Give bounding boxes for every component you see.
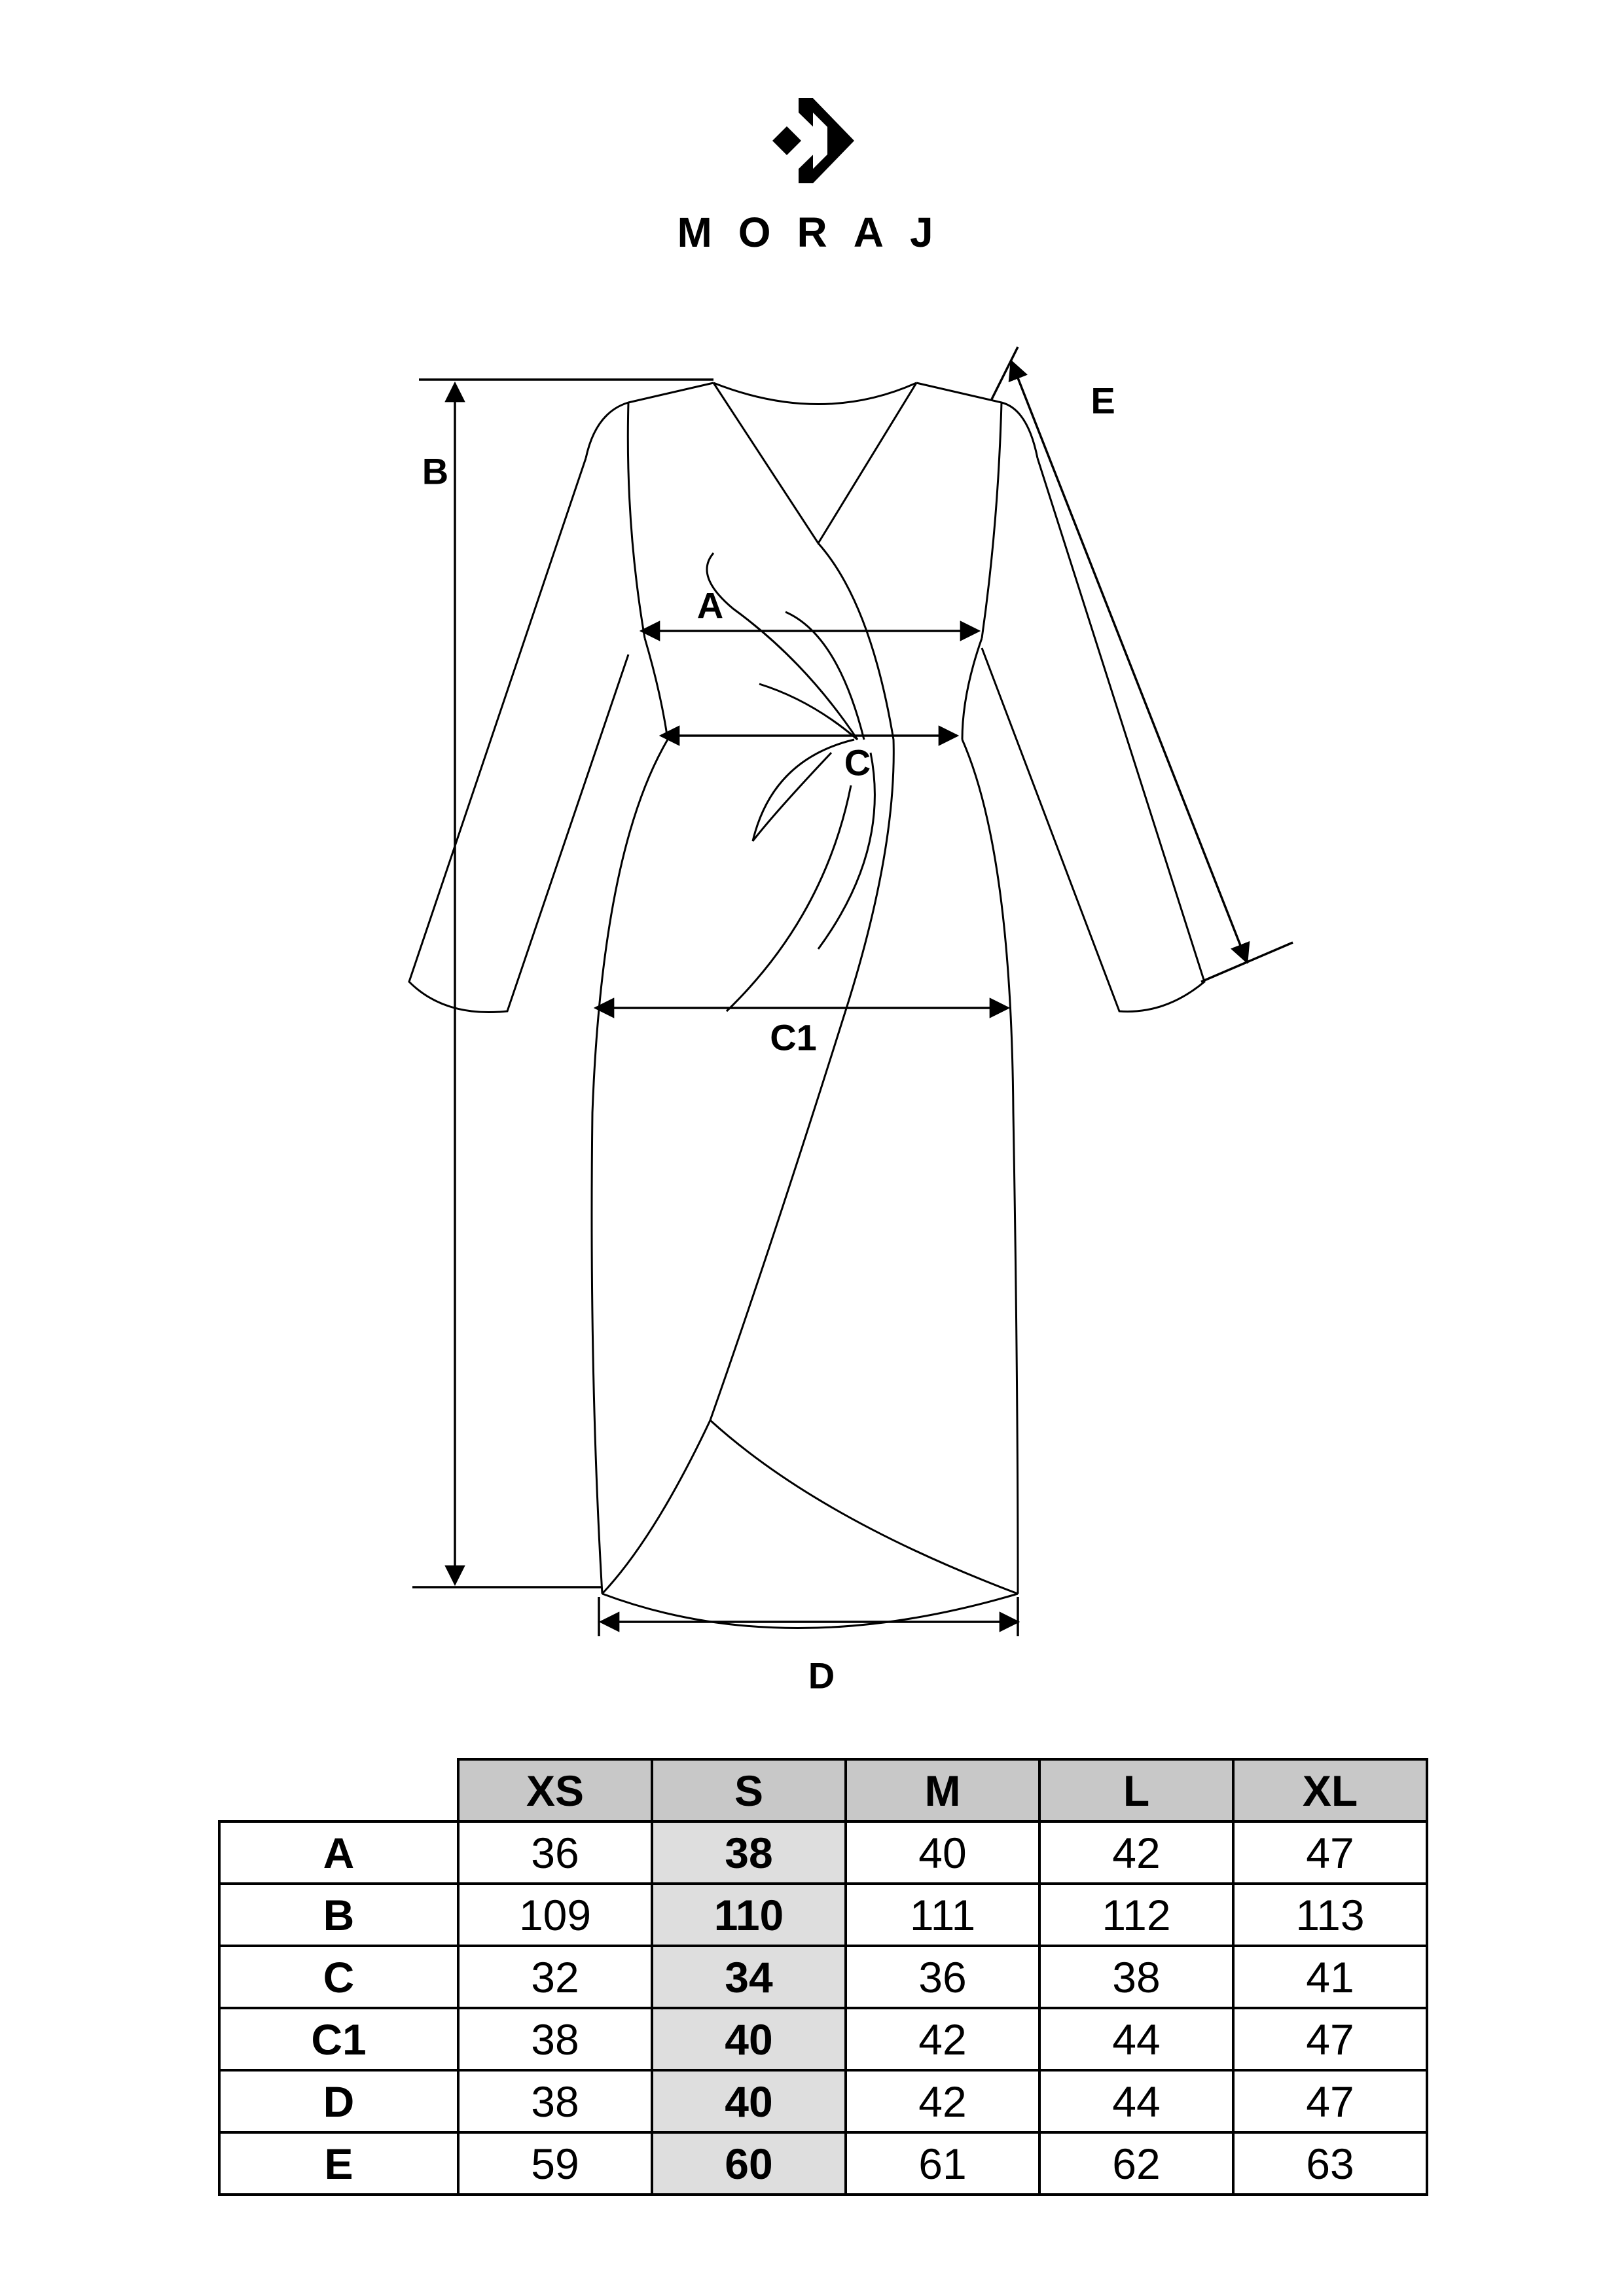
table-cell: 42 [844, 2069, 1041, 2134]
table-row: C1 38 40 42 44 47 [218, 2007, 1428, 2072]
table-cell: 38 [457, 2007, 653, 2072]
row-label: E [218, 2131, 460, 2196]
size-header-l: L [1038, 1758, 1235, 1823]
row-label: B [218, 1882, 460, 1947]
table-cell: 61 [844, 2131, 1041, 2196]
table-row: D 38 40 42 44 47 [218, 2069, 1428, 2134]
header-blank-cell [219, 1759, 460, 1823]
table-row: E 59 60 61 62 63 [218, 2131, 1428, 2196]
row-label: C [218, 1945, 460, 2009]
table-cell-highlight: 40 [651, 2007, 847, 2072]
table-cell-highlight: 40 [651, 2069, 847, 2134]
table-cell: 62 [1038, 2131, 1235, 2196]
size-header-s: S [651, 1758, 847, 1823]
table-cell: 47 [1232, 2007, 1428, 2072]
table-cell: 47 [1232, 2069, 1428, 2134]
dress-measurement-diagram [408, 346, 1293, 1636]
row-label: D [218, 2069, 460, 2134]
label-b: B [422, 450, 449, 492]
size-header-row: XS S M L XL [219, 1758, 1428, 1823]
table-cell: 38 [457, 2069, 653, 2134]
table-cell: 109 [457, 1882, 653, 1947]
label-c: C [844, 742, 871, 783]
table-cell: 40 [844, 1820, 1041, 1885]
table-cell: 44 [1038, 2069, 1235, 2134]
label-a: A [696, 584, 724, 626]
measurement-lines [412, 346, 1293, 1636]
moraj-chevron-logo-icon [772, 98, 854, 183]
table-cell: 44 [1038, 2007, 1235, 2072]
size-header-xl: XL [1232, 1758, 1428, 1823]
table-cell: 42 [844, 2007, 1041, 2072]
table-cell: 111 [844, 1882, 1041, 1947]
table-row: A 36 38 40 42 47 [218, 1820, 1428, 1885]
label-c1: C1 [770, 1016, 817, 1058]
row-label: C1 [218, 2007, 460, 2072]
table-cell: 36 [457, 1820, 653, 1885]
table-cell: 113 [1232, 1882, 1428, 1947]
table-cell: 32 [457, 1945, 653, 2009]
table-cell-highlight: 110 [651, 1882, 847, 1947]
table-cell-highlight: 60 [651, 2131, 847, 2196]
row-label: A [218, 1820, 460, 1885]
table-cell: 42 [1038, 1820, 1235, 1885]
table-cell: 63 [1232, 2131, 1428, 2196]
dress-outline [408, 382, 1206, 1629]
table-row: B 109 110 111 112 113 [218, 1882, 1428, 1947]
table-cell: 59 [457, 2131, 653, 2196]
size-chart-table: XS S M L XL A 36 38 40 42 47 B 109 110 1… [218, 1758, 1428, 2196]
label-e: E [1091, 380, 1115, 422]
label-d: D [808, 1655, 835, 1696]
table-cell: 36 [844, 1945, 1041, 2009]
table-cell-highlight: 38 [651, 1820, 847, 1885]
table-cell-highlight: 34 [651, 1945, 847, 2009]
table-cell: 38 [1038, 1945, 1235, 2009]
table-cell: 112 [1038, 1882, 1235, 1947]
brand-name: MORAJ [677, 209, 960, 256]
size-header-m: M [844, 1758, 1041, 1823]
table-cell: 41 [1232, 1945, 1428, 2009]
table-cell: 47 [1232, 1820, 1428, 1885]
size-header-xs: XS [457, 1758, 653, 1823]
table-row: C 32 34 36 38 41 [218, 1945, 1428, 2009]
